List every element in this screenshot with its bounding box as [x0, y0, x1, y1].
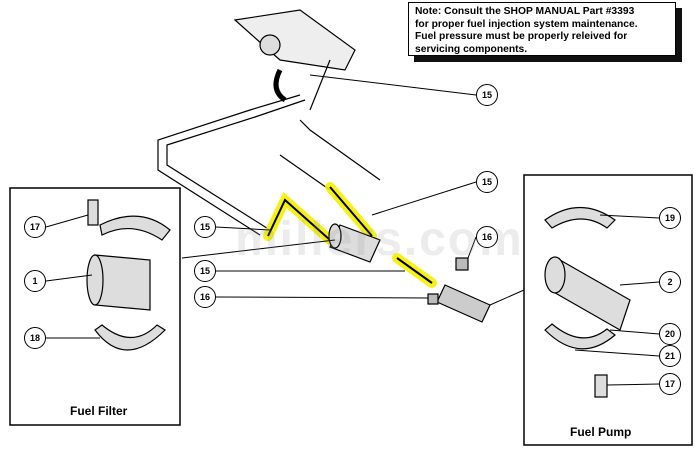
fuel-filter-caption: Fuel Filter [70, 404, 128, 418]
fuel-rail [233, 9, 356, 111]
callout-20: 20 [659, 323, 681, 345]
callout-15: 15 [476, 84, 498, 106]
fuel-filter-box [9, 187, 181, 426]
callout-19: 19 [659, 207, 681, 229]
note-line: Fuel pressure must be properly releived … [415, 31, 628, 42]
callout-21: 21 [659, 345, 681, 367]
note-line: for proper fuel injection system mainten… [415, 18, 638, 30]
fuel-lines [157, 94, 381, 236]
callout-15: 15 [194, 216, 216, 238]
center-fitting-2 [427, 293, 439, 305]
maintenance-note: Note: Consult the SHOP MANUAL Part #3393… [408, 2, 676, 56]
filter-parts [86, 199, 171, 351]
note-line: servicing components. [415, 43, 528, 55]
callout-1: 1 [24, 270, 46, 292]
watermark: millers.com [235, 213, 524, 266]
leader-lines [45, 74, 660, 386]
callout-15: 15 [194, 260, 216, 282]
center-fuel-pump [436, 284, 491, 323]
fuel-pump-caption: Fuel Pump [570, 425, 632, 439]
callout-16: 16 [476, 226, 498, 248]
callout-17: 17 [659, 373, 681, 395]
note-line: Note: Consult the SHOP MANUAL Part #3393 [415, 6, 635, 17]
center-fuel-filter [328, 223, 381, 263]
callout-16: 16 [194, 286, 216, 308]
center-fitting [455, 257, 469, 271]
fuel-pump-box [523, 174, 693, 446]
pump-parts [544, 207, 631, 398]
callout-18: 18 [24, 327, 46, 349]
callout-2: 2 [659, 271, 681, 293]
callout-17: 17 [24, 216, 46, 238]
callout-15: 15 [476, 171, 498, 193]
